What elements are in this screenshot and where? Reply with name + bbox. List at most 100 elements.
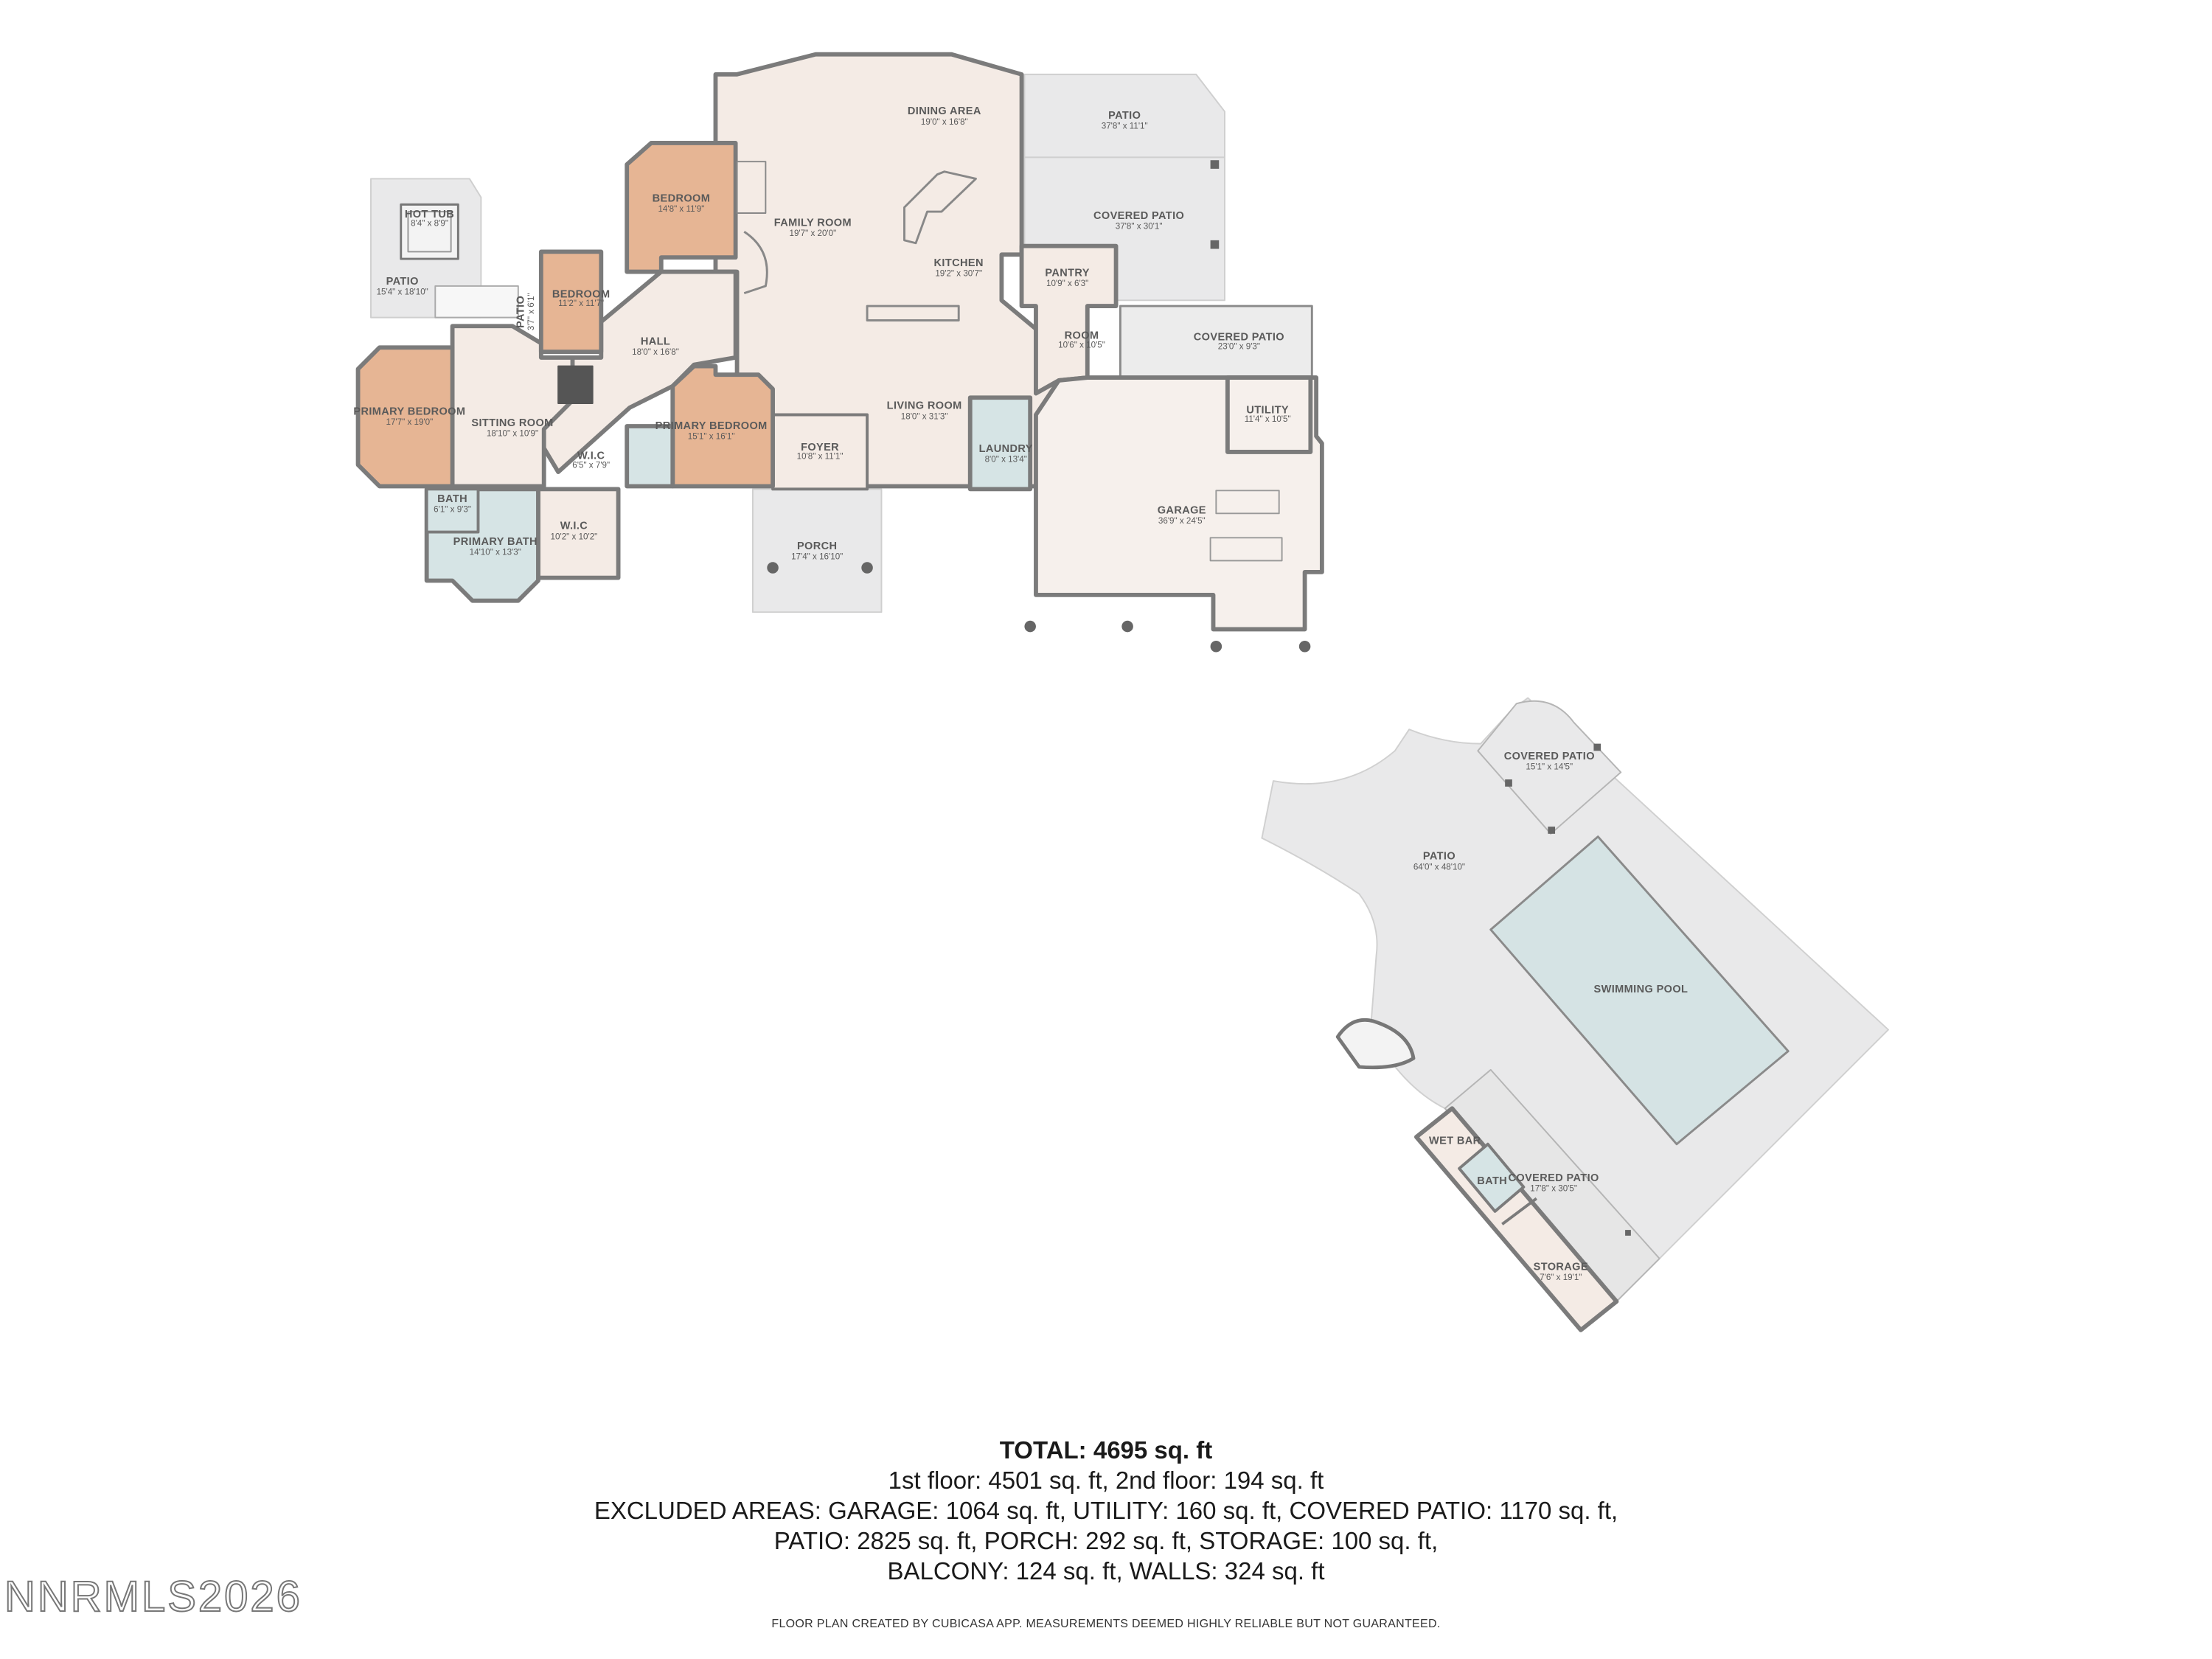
label-dining: DINING AREA xyxy=(908,105,981,117)
dim-laundry: 8'0" x 13'4" xyxy=(985,455,1027,465)
covered-patio-pool-area xyxy=(1477,700,1622,835)
label-primary-bed-mid: PRIMARY BEDROOM xyxy=(655,420,768,432)
dim-kitchen: 19'2" x 30'7" xyxy=(935,268,982,278)
excluded-areas-1: EXCLUDED AREAS: GARAGE: 1064 sq. ft, UTI… xyxy=(594,1497,1618,1524)
label-wet-bar: WET BAR xyxy=(1429,1135,1481,1147)
dim-patio-pool: 64'0" x 48'10" xyxy=(1413,862,1465,872)
label-pantry: PANTRY xyxy=(1045,267,1089,279)
label-storage: STORAGE xyxy=(1534,1261,1588,1273)
dim-hot-tub: 8'4" x 8'9" xyxy=(411,218,448,228)
label-bedroom-a: BEDROOM xyxy=(653,192,711,204)
label-bath-small: BATH xyxy=(437,493,467,505)
label-covered-patio-mid: COVERED PATIO xyxy=(1194,332,1284,344)
pool-columns xyxy=(1505,743,1631,1236)
fireplace xyxy=(736,161,767,214)
label-primary-bed-left: PRIMARY BEDROOM xyxy=(353,406,465,418)
label-covered-patio-top: COVERED PATIO xyxy=(1093,210,1184,222)
label-bedroom-b: BEDROOM xyxy=(552,288,611,300)
bedroom-a-area xyxy=(625,141,738,274)
bedroom-b-area xyxy=(538,249,604,355)
dim-bath-small: 6'1" x 9'3" xyxy=(434,504,471,514)
hot-tub xyxy=(400,203,459,260)
label-room: ROOM xyxy=(1065,330,1099,342)
garage-bench-2 xyxy=(1209,537,1283,562)
label-patio-left: PATIO xyxy=(386,276,419,288)
laundry-area xyxy=(967,395,1033,492)
staircase xyxy=(743,231,768,295)
room-labels: DINING AREA 19'0" x 16'8" PATIO 37'8" x … xyxy=(353,105,1688,1282)
dim-family: 19'7" x 20'0" xyxy=(789,229,836,238)
label-swimming-pool: SWIMMING POOL xyxy=(1594,984,1688,995)
label-porch: PORCH xyxy=(797,540,837,552)
dim-living: 18'0" x 31'3" xyxy=(901,411,948,421)
kitchen-counter xyxy=(866,305,960,321)
label-garage: GARAGE xyxy=(1158,504,1206,516)
dim-foyer: 10'8" x 11'1" xyxy=(797,452,844,462)
dim-porch: 17'4" x 16'10" xyxy=(791,552,843,561)
dim-hall: 18'0" x 16'8" xyxy=(632,347,679,357)
dim-storage: 7'6" x 19'1" xyxy=(1540,1273,1582,1282)
dim-bedroom-a: 14'8" x 11'9" xyxy=(658,204,704,214)
pool-bath xyxy=(1458,1142,1526,1213)
dim-utility: 11'4" x 10'5" xyxy=(1245,414,1291,424)
pool-area xyxy=(1261,697,1889,1332)
dim-room: 10'6" x 10'5" xyxy=(1058,340,1105,349)
garage-bench xyxy=(1215,490,1280,515)
watermark: NNRMLS2026 xyxy=(4,1572,302,1621)
dim-primary-bed-left: 17'7" x 19'0" xyxy=(386,417,434,427)
porch-area xyxy=(751,488,883,613)
label-patio-small: PATIO xyxy=(515,296,527,328)
primary-bedroom-mid-area xyxy=(670,364,775,489)
dim-sitting: 18'10" x 10'9" xyxy=(487,429,538,439)
fireplace-hearth xyxy=(557,365,594,404)
dim-patio-small: 3'7" x 6'1" xyxy=(526,293,536,330)
label-laundry: LAUNDRY xyxy=(979,443,1033,455)
floor-areas: 1st floor: 4501 sq. ft, 2nd floor: 194 s… xyxy=(888,1467,1324,1494)
label-sitting: SITTING ROOM xyxy=(471,417,553,429)
dim-garage: 36'9" x 24'5" xyxy=(1158,516,1206,526)
dim-covered-patio-pool2: 17'8" x 30'5" xyxy=(1530,1184,1577,1194)
label-utility: UTILITY xyxy=(1246,405,1289,417)
label-hall: HALL xyxy=(641,335,670,347)
porch-columns xyxy=(767,160,1311,653)
label-wic-small: W.I.C xyxy=(577,451,605,462)
label-kitchen: KITCHEN xyxy=(934,257,984,269)
label-hot-tub: HOT TUB xyxy=(405,209,454,220)
bath-small-area xyxy=(425,487,480,534)
label-patio-top: PATIO xyxy=(1108,110,1141,122)
swimming-pool xyxy=(1489,835,1790,1146)
label-wic: W.I.C xyxy=(560,521,588,532)
label-foyer: FOYER xyxy=(801,442,839,453)
dim-dining: 19'0" x 16'8" xyxy=(921,117,968,127)
excluded-areas-3: BALCONY: 124 sq. ft, WALLS: 324 sq. ft xyxy=(887,1557,1325,1585)
main-house xyxy=(355,52,1324,653)
dim-wic-small: 6'5" x 7'9" xyxy=(572,460,610,470)
total-area: TOTAL: 4695 sq. ft xyxy=(999,1436,1213,1464)
pool-spa xyxy=(1335,1018,1416,1070)
label-covered-patio-pool2: COVERED PATIO xyxy=(1509,1172,1599,1184)
label-family: FAMILY ROOM xyxy=(774,217,852,229)
dim-bedroom-b: 11'2" x 11'7" xyxy=(558,299,604,308)
dim-primary-bed-mid: 15'1" x 16'1" xyxy=(688,431,735,441)
disclaimer: FLOOR PLAN CREATED BY CUBICASA APP. MEAS… xyxy=(771,1618,1441,1630)
dim-wic: 10'2" x 10'2" xyxy=(551,532,598,541)
label-patio-pool: PATIO xyxy=(1423,851,1455,863)
label-bath-pool: BATH xyxy=(1477,1175,1507,1187)
label-primary-bath: PRIMARY BATH xyxy=(453,536,538,548)
dim-patio-left: 15'4" x 18'10" xyxy=(377,288,428,297)
covered-patio-mid-area xyxy=(1119,305,1313,379)
dim-pantry: 10'9" x 6'3" xyxy=(1046,279,1088,288)
dim-covered-patio-top: 37'8" x 30'1" xyxy=(1116,221,1163,231)
pool-house-divider xyxy=(1501,1197,1537,1225)
bath-mid-area xyxy=(625,424,675,489)
kitchen-island xyxy=(903,170,977,245)
utility-area xyxy=(1225,375,1313,454)
dim-covered-patio-pool: 15'1" x 14'5" xyxy=(1526,762,1573,772)
excluded-areas-2: PATIO: 2825 sq. ft, PORCH: 292 sq. ft, S… xyxy=(773,1527,1439,1554)
dim-primary-bath: 14'10" x 13'3" xyxy=(470,548,521,557)
dim-patio-top: 37'8" x 11'1" xyxy=(1102,122,1148,131)
dim-covered-patio-mid: 23'0" x 9'3" xyxy=(1218,341,1260,351)
hot-tub-inner xyxy=(407,211,452,253)
primary-bedroom-left-area xyxy=(355,345,455,489)
